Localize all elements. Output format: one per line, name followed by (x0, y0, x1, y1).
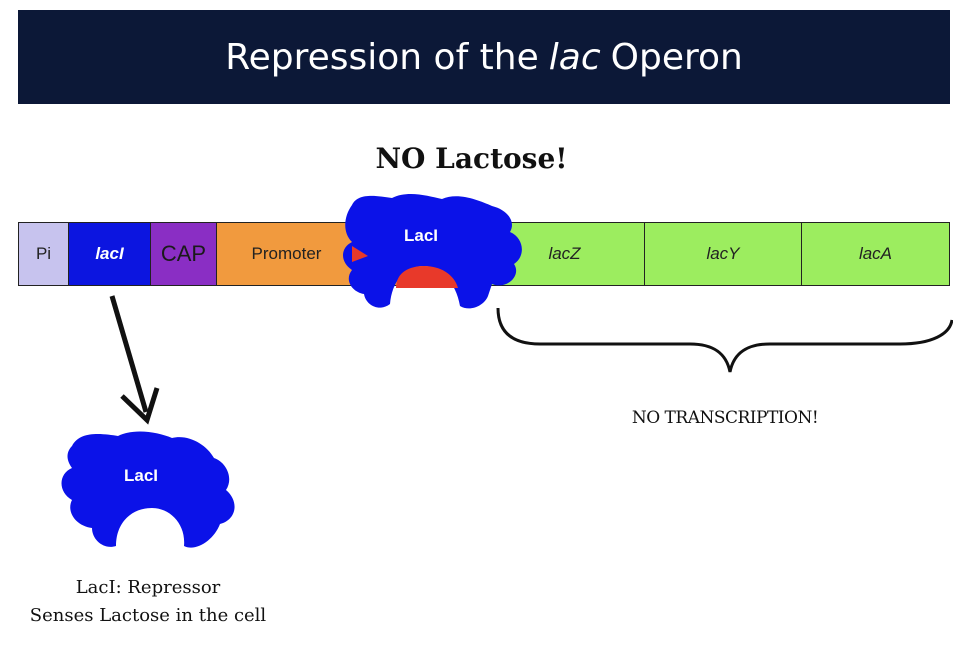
bound-repressor-label: LacI (404, 226, 439, 245)
gene-brace (496, 307, 953, 373)
free-repressor-label: LacI (124, 466, 159, 485)
title-bar: Repression of the lac Operon (18, 10, 950, 104)
segment-pi: Pi (19, 223, 69, 285)
segment-laci: lacI (69, 223, 151, 285)
segment-promoter: Promoter (217, 223, 357, 285)
no-transcription-label: NO TRANSCRIPTION! (631, 408, 819, 428)
caption-line-2: Senses Lactose in the cell (29, 605, 267, 626)
title-text-after: Operon (610, 36, 743, 78)
caption-line-1: LacI: Repressor (75, 577, 221, 598)
title-text-before: Repression of the (225, 36, 539, 78)
segment-cap: CAP (151, 223, 217, 285)
bound-repressor-blob (343, 194, 522, 309)
expression-arrow (109, 295, 160, 425)
segment-lacy: lacY (645, 223, 802, 285)
segment-laca: lacA (802, 223, 949, 285)
title-text-italic: lac (548, 36, 601, 78)
free-repressor-blob (61, 431, 235, 548)
condition-heading: NO Lactose! (375, 142, 568, 175)
repressor-caption: LacI: Repressor Senses Lactose in the ce… (0, 574, 296, 630)
